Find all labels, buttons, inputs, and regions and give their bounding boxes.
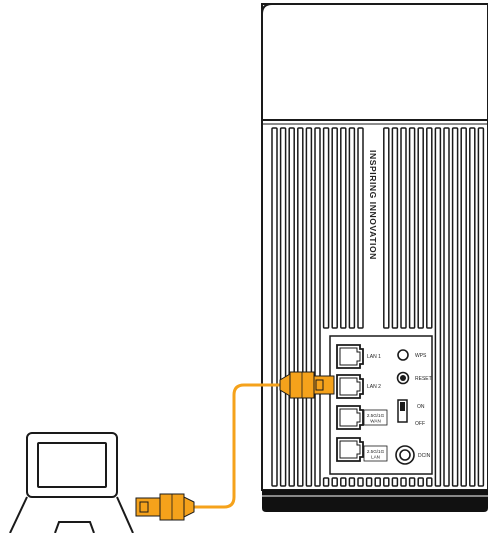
laptop-touchpad	[54, 521, 95, 533]
port-wan[interactable]: 2.5G/1G WAN	[336, 405, 388, 430]
connector-clip	[315, 379, 324, 391]
vent-slat	[279, 127, 287, 487]
vent-slat	[322, 477, 330, 487]
port-label-wan-line2: WAN	[370, 419, 381, 424]
vent-slat	[348, 477, 356, 487]
port-label-lan-2g5-line1: 2.5G/1G	[367, 449, 385, 454]
vent-slat	[383, 127, 390, 329]
ethernet-port-pins	[339, 347, 361, 366]
port-label-wan-line1: 2.5G/1G	[367, 413, 385, 418]
port-label-lan-2: LAN 2	[367, 384, 381, 390]
wps-button[interactable]: WPS	[397, 349, 427, 361]
dc-in-port[interactable]: DCIN	[395, 445, 431, 465]
brand-text: INSPIRING INNOVATION	[368, 150, 378, 260]
vent-slat	[374, 477, 381, 487]
laptop-side-connector	[135, 493, 195, 521]
vent-slat	[340, 477, 347, 487]
vent-slat	[417, 477, 424, 487]
cable-line	[186, 383, 288, 509]
port-label-lan-1: LAN 1	[367, 354, 381, 360]
ethernet-cable	[186, 383, 288, 509]
vent-slat	[357, 127, 364, 329]
vent-slat	[443, 127, 450, 487]
reset-button[interactable]: RESET	[396, 371, 432, 385]
reset-button-icon	[400, 375, 406, 381]
connector-clip	[139, 501, 149, 513]
connector-boot	[183, 496, 195, 518]
power-on-label: ON	[417, 404, 425, 410]
laptop-icon	[9, 432, 134, 533]
port-label-box-wan	[363, 409, 388, 426]
ethernet-port-pins	[339, 377, 361, 396]
ethernet-port-pins	[339, 440, 361, 459]
vent-slat	[305, 127, 313, 487]
vent-slat	[297, 127, 304, 487]
wps-label: WPS	[415, 353, 427, 359]
connector-head	[313, 375, 335, 395]
port-lan-2[interactable]: LAN 2	[336, 374, 381, 399]
port-label-box-lan-2g5	[363, 445, 388, 462]
ethernet-port-pins	[339, 408, 361, 427]
router: INSPIRING INNOVATION	[261, 3, 488, 512]
vent-slat	[331, 127, 338, 329]
port-lan-1[interactable]: LAN 1	[336, 344, 381, 369]
dc-in-icon	[399, 449, 411, 461]
port-lan-2g5[interactable]: 2.5G/1G LAN	[336, 437, 388, 462]
reset-label: RESET	[415, 376, 432, 382]
router-base	[262, 490, 488, 512]
power-off-label: OFF	[415, 421, 425, 427]
vent-slat	[426, 477, 433, 487]
vent-slat	[322, 127, 330, 329]
laptop-base	[9, 496, 134, 533]
vent-slat	[408, 477, 416, 487]
power-switch-toggle	[400, 402, 405, 411]
vent-slat	[348, 127, 356, 329]
vent-slat	[477, 127, 485, 487]
vent-slat	[391, 127, 399, 329]
vent-slat	[331, 477, 338, 487]
laptop-screen	[37, 442, 107, 488]
vent-slat	[400, 127, 407, 329]
vent-slat	[340, 127, 347, 329]
vent-slat	[400, 477, 407, 487]
vent-slat	[288, 127, 295, 487]
port-label-lan-2g5-line2: LAN	[371, 455, 380, 460]
vent-slat	[365, 477, 373, 487]
vent-slat	[391, 477, 399, 487]
dc-in-label: DCIN	[418, 453, 431, 459]
router-side-connector	[279, 371, 335, 399]
vent-slat	[357, 477, 364, 487]
vent-slat	[271, 127, 278, 487]
vent-slat	[460, 127, 467, 487]
vent-slat	[383, 477, 390, 487]
wps-button-icon	[397, 349, 409, 361]
vent-slat	[434, 127, 442, 487]
router-top-corner	[261, 3, 273, 15]
vent-slat	[417, 127, 424, 329]
power-switch[interactable]: ON OFF	[397, 399, 425, 427]
vent-slat	[314, 127, 321, 487]
vent-slat	[408, 127, 416, 329]
vent-slat	[451, 127, 459, 487]
vent-slat	[469, 127, 476, 487]
vent-slat	[426, 127, 433, 329]
